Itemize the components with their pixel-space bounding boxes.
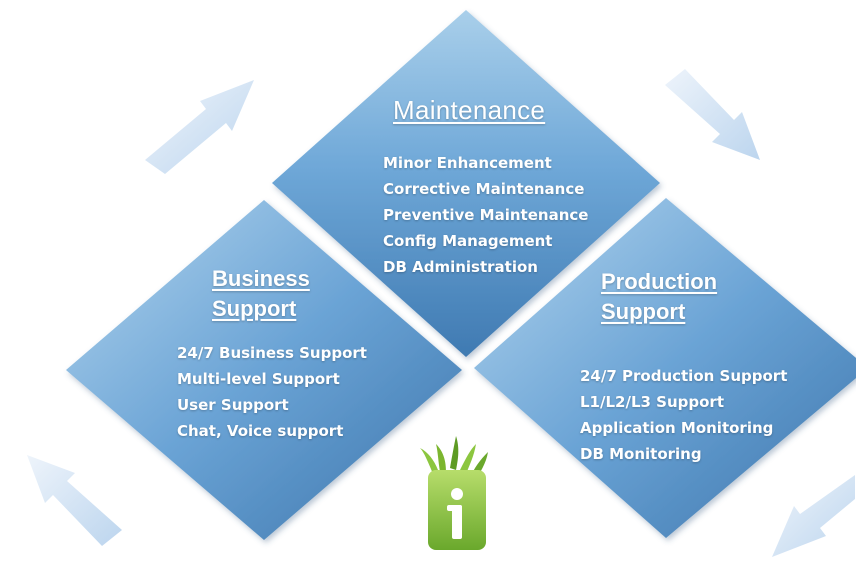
production-support-diamond: [474, 198, 856, 538]
arrow-down-right-icon: [665, 69, 760, 160]
list-item: Multi-level Support: [177, 370, 340, 388]
maintenance-items: Minor Enhancement Corrective Maintenance…: [383, 150, 588, 280]
production-support-title-line-2: Support: [601, 299, 686, 324]
list-item: User Support: [177, 396, 289, 414]
grass-info-logo: [420, 436, 488, 550]
business-support-title-line-2: Support: [212, 296, 297, 321]
list-item: DB Monitoring: [580, 445, 702, 463]
list-item: Corrective Maintenance: [383, 180, 585, 198]
arrow-up-right-icon: [145, 80, 254, 174]
arrow-down-left-icon: [772, 475, 855, 557]
business-support-title-line-1: Business: [212, 266, 310, 291]
business-support-items: 24/7 Business Support Multi-level Suppor…: [177, 340, 367, 444]
list-item: Application Monitoring: [580, 419, 774, 437]
list-item: 24/7 Production Support: [580, 367, 788, 385]
list-item: 24/7 Business Support: [177, 344, 367, 362]
list-item: DB Administration: [383, 258, 538, 276]
maintenance-diamond: [272, 10, 660, 357]
list-item: Preventive Maintenance: [383, 206, 589, 224]
production-support-items: 24/7 Production Support L1/L2/L3 Support…: [580, 363, 787, 467]
list-item: Chat, Voice support: [177, 422, 344, 440]
maintenance-title: Maintenance: [393, 95, 546, 125]
list-item: Minor Enhancement: [383, 154, 552, 172]
business-support-diamond: [66, 200, 462, 540]
list-item: L1/L2/L3 Support: [580, 393, 724, 411]
arrow-up-left-icon: [27, 455, 122, 546]
production-support-title-line-1: Production: [601, 269, 718, 294]
production-support-title: Production Support: [601, 267, 717, 327]
business-support-title: Business Support: [212, 264, 310, 324]
list-item: Config Management: [383, 232, 553, 250]
